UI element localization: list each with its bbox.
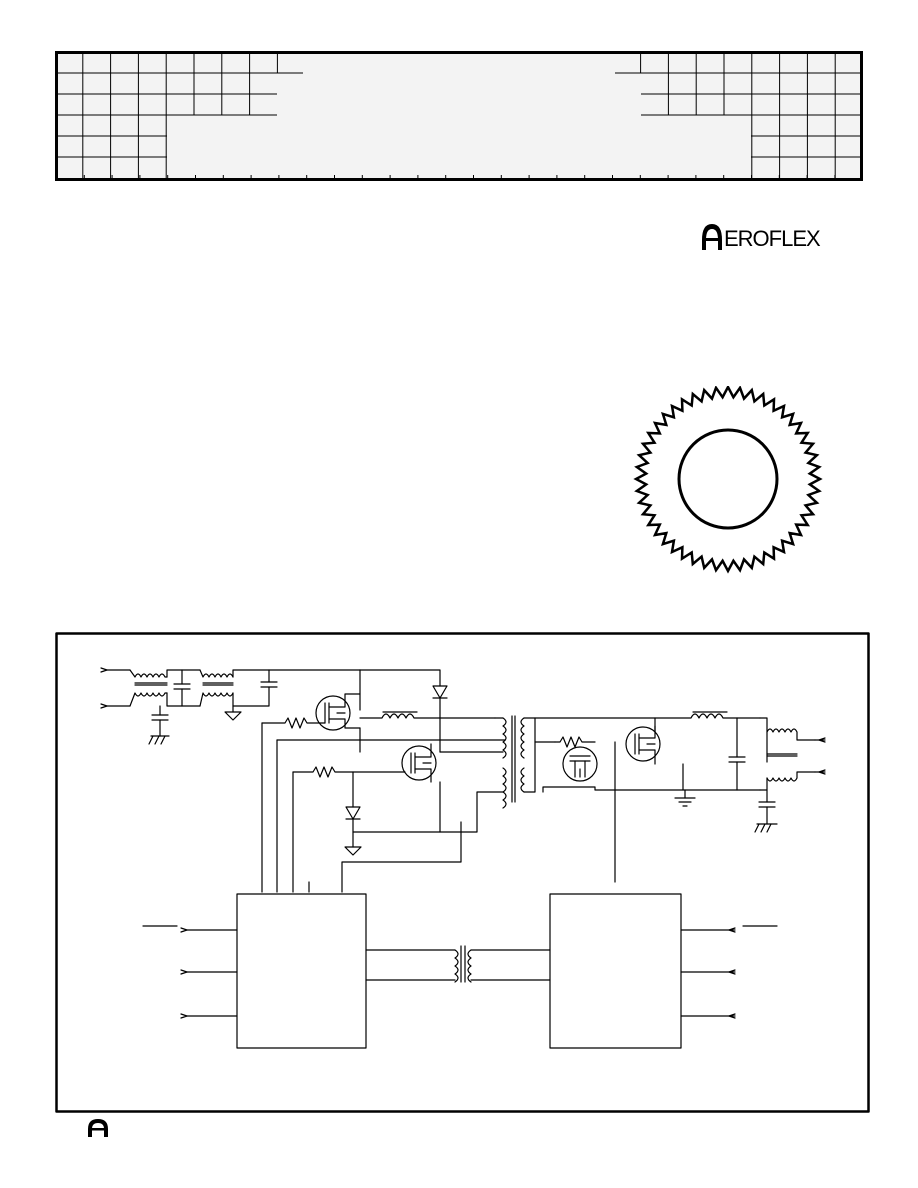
secondary-rectifier-stage <box>523 711 826 883</box>
footer-aeroflex-logo-icon <box>88 1119 108 1137</box>
header-banner-grid <box>55 51 863 181</box>
brand-name: EROFLEX <box>724 226 821 251</box>
control-blocks <box>142 893 778 1049</box>
converter-block-diagram <box>55 632 870 1113</box>
input-emi-filter <box>129 669 361 745</box>
certification-seal-icon <box>633 386 823 574</box>
aeroflex-logo-icon <box>702 224 722 250</box>
primary-switch-stage <box>261 669 525 893</box>
input-terminals <box>100 667 131 709</box>
